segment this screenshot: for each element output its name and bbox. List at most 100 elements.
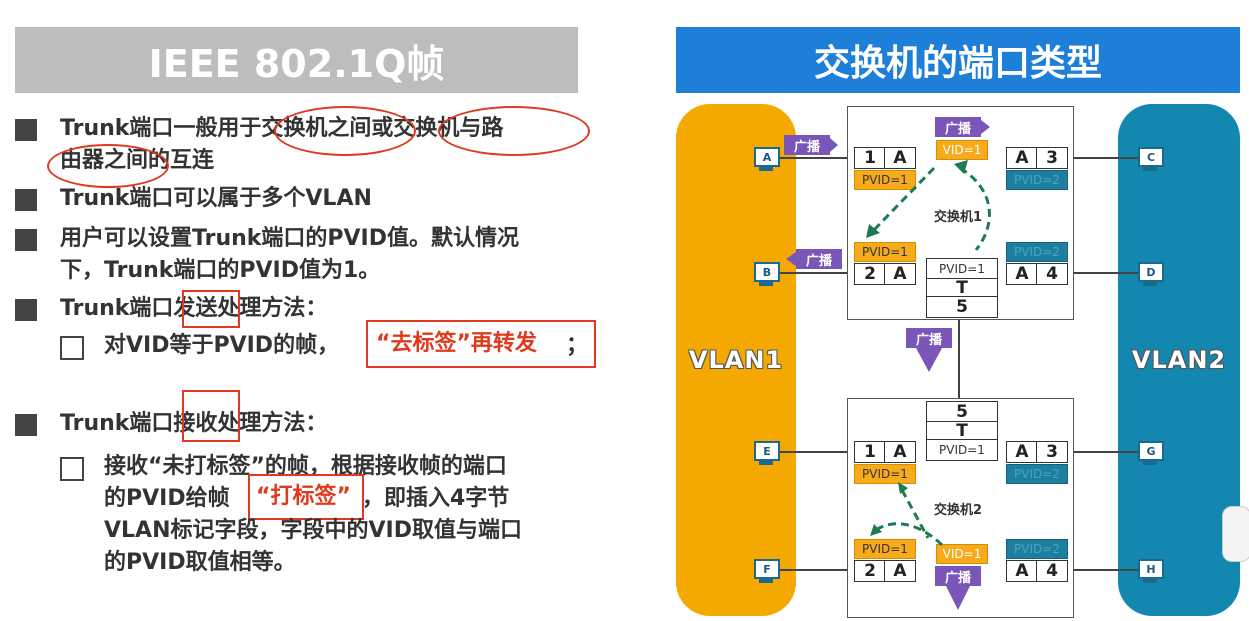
bullet-text: ； [566,333,589,358]
port-diagram: VLAN1 VLAN2 A B C D E F G H 1 A PVID=1 P… [676,100,1249,621]
host-label: G [1138,441,1164,461]
broadcast-label: 广播 [935,566,981,586]
host-base [1143,579,1157,583]
port-letter: A [1006,560,1038,582]
flow-arrow [959,166,991,251]
host-label: A [754,147,780,167]
flow-arrow [900,489,930,539]
link-line [776,569,848,571]
broadcast-label: 广播 [935,117,981,137]
port-number: 5 [926,296,998,318]
switch-1: 1 A PVID=1 PVID=1 2 A VID=1 A 3 PVID=2 P… [847,106,1074,320]
highlight-text: “打标签” [256,484,351,509]
vlan2-bar: VLAN2 [1118,104,1240,616]
host-label: H [1138,559,1164,579]
port-letter: A [884,441,916,463]
host-label: F [754,559,780,579]
flow-arrow-head [866,224,880,238]
flow-arrow-head [898,482,908,494]
pvid-tag: PVID=2 [1006,170,1068,190]
flow-arrow [870,166,936,234]
flow-arrow-head [870,524,882,536]
host-label: C [1138,147,1164,167]
host-f-icon: F [754,559,780,585]
highlight-ellipse [274,106,416,156]
left-title: IEEE 802.1Q帧 [15,27,578,93]
pvid-tag: PVID=2 [1006,464,1068,484]
host-label: D [1138,262,1164,282]
pvid-tag: PVID=1 [926,258,998,280]
pvid-tag: PVID=2 [1006,539,1068,559]
port-number: 2 [854,560,886,582]
vid-tag: VID=1 [936,140,988,160]
link-line [1072,569,1144,571]
highlight-ellipse [47,144,169,188]
port-letter: A [1006,441,1038,463]
bullet-square [15,119,37,141]
switch-label: 交换机1 [934,210,983,225]
pvid-tag: PVID=1 [926,439,998,461]
bullet-square [15,414,37,436]
bullet-list: Trunk端口一般用于交换机之间或交换机与路 由器之间的互连 Trunk端口可以… [0,0,620,621]
flow-arrows [786,120,991,610]
flow-arrow [875,522,944,547]
host-h-icon: H [1138,559,1164,585]
bullet-text: Trunk端口可以属于多个VLAN [60,186,372,211]
link-line [776,272,848,274]
highlight-box [248,474,364,520]
broadcast-arrow [786,252,796,266]
port-letter: A [884,147,916,169]
broadcast-label: 广播 [906,328,952,348]
host-b-icon: B [754,262,780,288]
vlan1-label: VLAN1 [688,346,784,374]
host-base [759,282,773,286]
bullet-text: 下，Trunk端口的PVID值为1。 [60,258,381,283]
host-label: B [754,262,780,282]
pvid-tag: PVID=1 [854,242,916,262]
pvid-tag: PVID=1 [854,539,916,559]
vlan1-bar: VLAN1 [676,104,796,616]
host-a-icon: A [754,147,780,173]
port-letter: A [884,263,916,285]
vlan2-label: VLAN2 [1131,346,1227,374]
bullet-square [15,229,37,251]
bullet-text: 用户可以设置Trunk端口的PVID值。默认情况 [60,226,519,251]
bullet-text: Trunk端口接收处理方法： [60,411,328,436]
host-base [1143,282,1157,286]
broadcast-arrow [946,586,970,610]
host-base [759,461,773,465]
highlight-box [182,290,240,328]
port-number: 3 [1036,147,1068,169]
bullet-text: 的PVID给帧 [104,486,230,511]
highlight-text: “去标签”再转发 [376,331,537,356]
broadcast-arrow [981,120,990,134]
host-base [759,167,773,171]
link-line [1072,272,1144,274]
side-widget-button[interactable] [1222,506,1249,562]
bullet-square [15,189,37,211]
link-line [776,451,848,453]
sub-bullet-box [60,457,84,481]
link-line [1072,157,1144,159]
host-base [1143,167,1157,171]
link-line [1072,451,1144,453]
sub-bullet-box [60,336,84,360]
bullet-square [15,299,37,321]
highlight-box [182,390,240,442]
port-letter: A [1006,263,1038,285]
trunk-link [958,318,960,402]
bullet-text: Trunk端口发送处理方法： [60,296,328,321]
host-d-icon: D [1138,262,1164,288]
host-c-icon: C [1138,147,1164,173]
host-g-icon: G [1138,441,1164,467]
broadcast-label: 广播 [784,135,830,155]
port-letter: A [884,560,916,582]
host-base [759,579,773,583]
host-base [1143,461,1157,465]
broadcast-arrow [830,138,838,152]
switch-label: 交换机2 [934,503,983,518]
port-number: 4 [1036,263,1068,285]
bullet-text: ，即插入4字节 [362,486,510,511]
right-title: 交换机的端口类型 [676,27,1240,93]
highlight-ellipse [438,106,590,156]
